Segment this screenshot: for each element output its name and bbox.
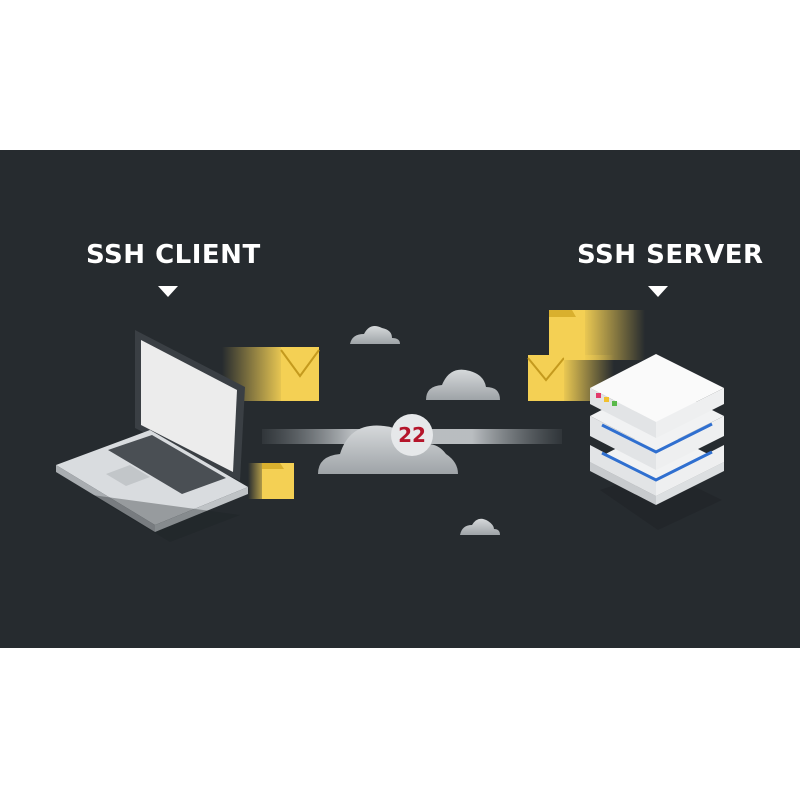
cloud-icon	[318, 425, 458, 474]
cloud-icon	[426, 369, 500, 400]
port-badge	[391, 414, 433, 456]
cloud-icon	[350, 326, 400, 344]
cloud-icon	[460, 518, 500, 535]
laptop-icon	[56, 330, 248, 532]
server-stack-icon	[590, 354, 724, 530]
ssh-diagram-panel: SSH CLIENT SSH SERVER	[0, 150, 800, 648]
folder-icon	[549, 310, 645, 360]
mail-envelope-icon	[527, 355, 614, 401]
mail-envelope-icon	[222, 347, 320, 401]
ssh-client-label: SSH CLIENT	[86, 240, 261, 270]
ssh-server-label: SSH SERVER	[577, 240, 764, 270]
client-pointer-icon	[158, 286, 178, 297]
diagram-canvas: 22	[56, 286, 724, 542]
server-pointer-icon	[648, 286, 668, 297]
folder-icon	[248, 463, 294, 499]
port-number: 22	[398, 423, 426, 447]
